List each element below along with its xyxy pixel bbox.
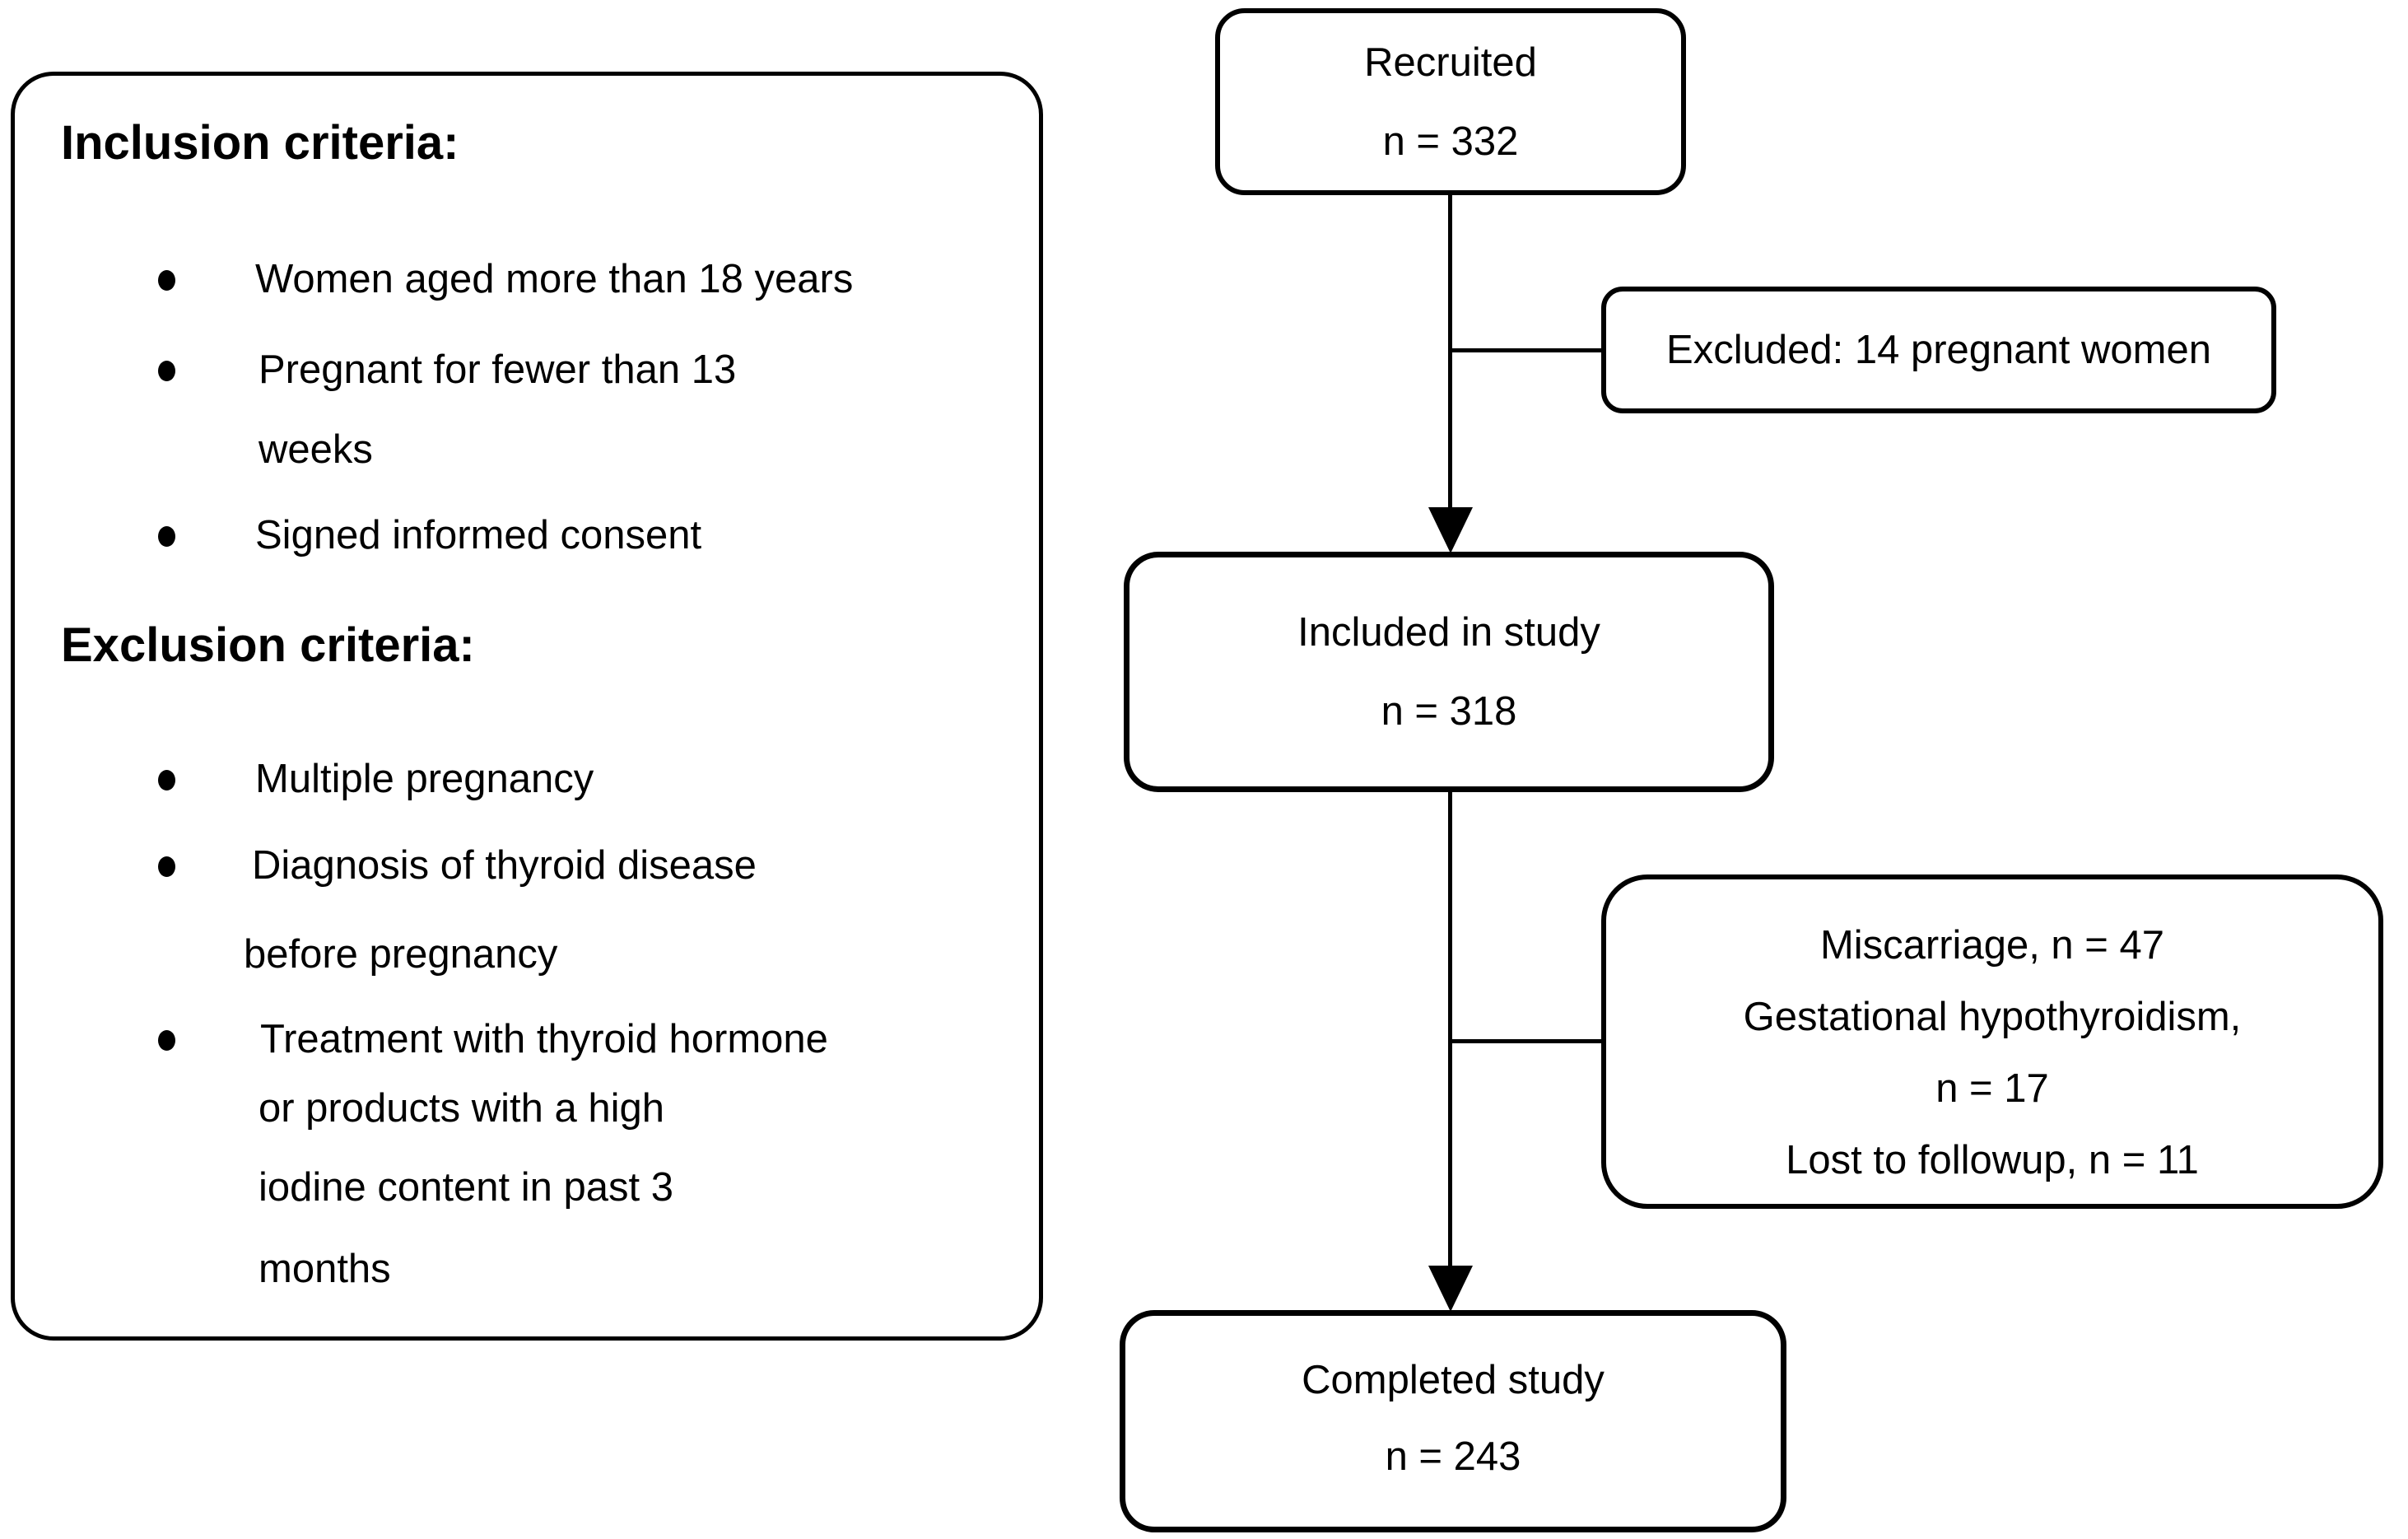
node-line: n = 332 <box>1382 119 1519 164</box>
node-line: n = 243 <box>1385 1434 1521 1479</box>
node-line: Recruited <box>1364 40 1537 85</box>
connector-to-dropout <box>1452 1039 1601 1043</box>
flow-node-completed: Completed study n = 243 <box>1120 1310 1786 1532</box>
inclusion-item-line: Pregnant for fewer than 13 <box>258 347 737 392</box>
node-line: Included in study <box>1297 610 1600 655</box>
connector-included-to-completed <box>1448 792 1452 1266</box>
exclusion-heading: Exclusion criteria: <box>61 618 475 672</box>
node-line: n = 17 <box>1935 1066 2049 1111</box>
node-line: Miscarriage, n = 47 <box>1819 923 2165 968</box>
criteria-panel: Inclusion criteria: Women aged more than… <box>11 72 1043 1341</box>
exclusion-item-line: months <box>258 1247 391 1291</box>
node-line: Lost to followup, n = 11 <box>1786 1138 2199 1182</box>
exclusion-item-line: Multiple pregnancy <box>255 757 594 801</box>
bullet-icon <box>158 1030 175 1051</box>
arrowhead-down-icon <box>1428 1266 1473 1312</box>
bullet-icon <box>158 856 175 877</box>
node-line: n = 318 <box>1381 689 1517 734</box>
exclusion-item-line: Treatment with thyroid hormone <box>260 1017 828 1061</box>
flow-node-excluded: Excluded: 14 pregnant women <box>1601 287 2276 413</box>
bullet-icon <box>158 526 175 547</box>
connector-to-excluded <box>1452 348 1601 352</box>
flow-node-included: Included in study n = 318 <box>1124 552 1774 792</box>
inclusion-item-line: Signed informed consent <box>255 513 702 557</box>
arrowhead-down-icon <box>1428 507 1473 553</box>
exclusion-item-line: iodine content in past 3 <box>258 1165 673 1210</box>
bullet-icon <box>158 361 175 381</box>
bullet-icon <box>158 270 175 291</box>
inclusion-item-line: weeks <box>258 427 373 472</box>
bullet-icon <box>158 770 175 790</box>
node-line: Gestational hypothyroidism, <box>1743 995 2242 1039</box>
connector-recruited-to-included <box>1448 195 1452 510</box>
node-line: Completed study <box>1302 1358 1605 1402</box>
exclusion-item-line: before pregnancy <box>244 932 558 977</box>
node-line: Excluded: 14 pregnant women <box>1666 328 2211 372</box>
inclusion-heading: Inclusion criteria: <box>61 116 459 170</box>
flow-node-dropout: Miscarriage, n = 47 Gestational hypothyr… <box>1601 874 2383 1209</box>
exclusion-item-line: or products with a high <box>258 1086 664 1131</box>
exclusion-item-line: Diagnosis of thyroid disease <box>252 843 757 888</box>
inclusion-item-line: Women aged more than 18 years <box>255 257 854 301</box>
flow-node-recruited: Recruited n = 332 <box>1215 8 1686 195</box>
